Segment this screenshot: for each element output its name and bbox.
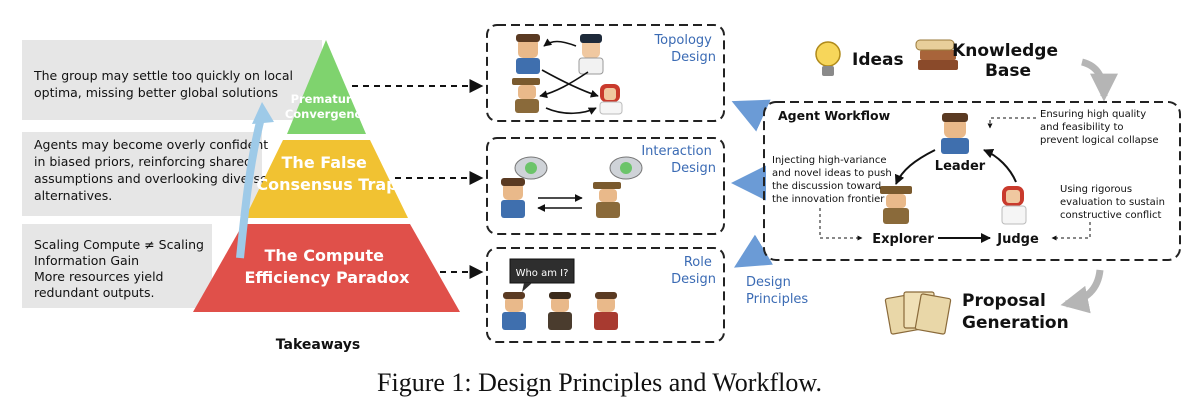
judge-label: Judge — [996, 232, 1039, 247]
workflow-box-frame — [763, 101, 1181, 261]
interaction-design-box: Interaction Design — [486, 137, 725, 235]
agent-role-icon-3 — [594, 292, 618, 330]
resources: Ideas Knowledge Base — [815, 39, 1118, 102]
takeaways-panel: The group may settle too quickly on loca… — [22, 40, 460, 353]
note-text-3: Scaling Compute ≠ Scaling Information Ga… — [34, 237, 208, 300]
explorer-annotation-pointer — [819, 208, 863, 241]
agent-explorer-icon-2 — [593, 182, 621, 218]
topology-arrow-1 — [543, 38, 577, 47]
pyramid-tier-bottom — [193, 224, 460, 312]
leader-annotation: Ensuring high quality and feasibility to… — [1040, 109, 1159, 146]
workflow-title: Agent Workflow — [778, 108, 891, 123]
note-text-1: The group may settle too quickly on loca… — [33, 68, 297, 100]
explorer-agent-icon — [880, 186, 912, 224]
pyramid-to-design-arrows — [352, 79, 484, 279]
explorer-annotation: Injecting high-variance and novel ideas … — [772, 155, 895, 205]
takeaways-label: Takeaways — [276, 337, 360, 353]
topology-design-box: Topology Design — [486, 24, 725, 122]
agent-workflow-panel: Agent Workflow Leader Explorer Judge Ens… — [763, 101, 1181, 261]
thought-bubble-left — [514, 156, 548, 180]
agent-role-icon-1 — [502, 292, 526, 330]
tier-top-label: Premature Convergence — [285, 92, 370, 121]
leader-label: Leader — [935, 159, 986, 174]
agent-judge-icon — [599, 84, 623, 115]
gray-arrow-down-1 — [1080, 58, 1118, 102]
note-box-1 — [22, 40, 322, 120]
role-box-frame — [486, 247, 725, 343]
leader-annotation-pointer — [987, 117, 1036, 129]
documents-icon — [884, 291, 952, 335]
role-title: Role Design — [671, 255, 716, 287]
pyramid-tier-middle — [245, 140, 408, 218]
note-box-2 — [22, 132, 262, 216]
topology-arrow-2 — [541, 69, 599, 98]
topology-arrow-3 — [539, 71, 589, 99]
proposal-generation-label: Proposal Generation — [962, 291, 1069, 333]
interaction-title: Interaction Design — [641, 144, 716, 176]
blue-arrow-role — [733, 234, 774, 268]
ascending-arrow-head — [252, 102, 274, 124]
role-design-box: Role Design Who am I? — [486, 247, 725, 343]
topology-title: Topology Design — [653, 33, 716, 65]
speech-bubble-tail — [522, 283, 532, 292]
note-text-2: Agents may become overly confident in bi… — [34, 137, 272, 203]
agent-leader-icon — [516, 34, 540, 74]
speech-bubble — [509, 258, 575, 284]
proposal-generation: Proposal Generation — [884, 269, 1104, 335]
note-box-3 — [22, 224, 212, 308]
agent-role-icon-2 — [548, 292, 572, 330]
lightbulb-icon — [815, 41, 841, 76]
books-scroll-icon — [915, 39, 958, 70]
tier-bottom-label: The Compute Efficiency Paradox — [244, 246, 410, 287]
judge-agent-icon — [1001, 186, 1027, 225]
cycle-arrow-leader-explorer — [894, 149, 936, 185]
ascending-arrow — [236, 112, 266, 259]
judge-annotation: Using rigorous evaluation to sustain con… — [1060, 184, 1168, 221]
explorer-label: Explorer — [872, 232, 934, 247]
speech-bubble-text: Who am I? — [516, 268, 569, 279]
figure-caption: Figure 1: Design Principles and Workflow… — [377, 368, 822, 397]
ideas-label: Ideas — [852, 50, 904, 70]
thought-bubble-right — [609, 156, 643, 180]
blue-arrow-topology — [731, 99, 771, 132]
knowledge-base-label: Knowledge Base — [952, 41, 1064, 81]
agent-explorer-icon — [512, 78, 540, 113]
topology-box-frame — [486, 24, 725, 122]
leader-agent-icon — [941, 113, 969, 154]
gray-arrow-down-2 — [1060, 269, 1104, 314]
judge-annotation-pointer — [1051, 222, 1091, 241]
principle-arrows: Design Principles — [731, 99, 808, 307]
topology-arrow-4 — [545, 107, 597, 115]
cycle-arrow-judge-leader — [983, 148, 1017, 183]
design-principles-label: Design Principles — [746, 275, 808, 307]
pyramid-tier-top — [287, 40, 366, 134]
interaction-box-frame — [486, 137, 725, 235]
tier-middle-label: The False Consensus Trap — [256, 153, 397, 194]
agent-scientist-icon — [578, 34, 604, 75]
agent-leader-icon-2 — [501, 178, 525, 218]
